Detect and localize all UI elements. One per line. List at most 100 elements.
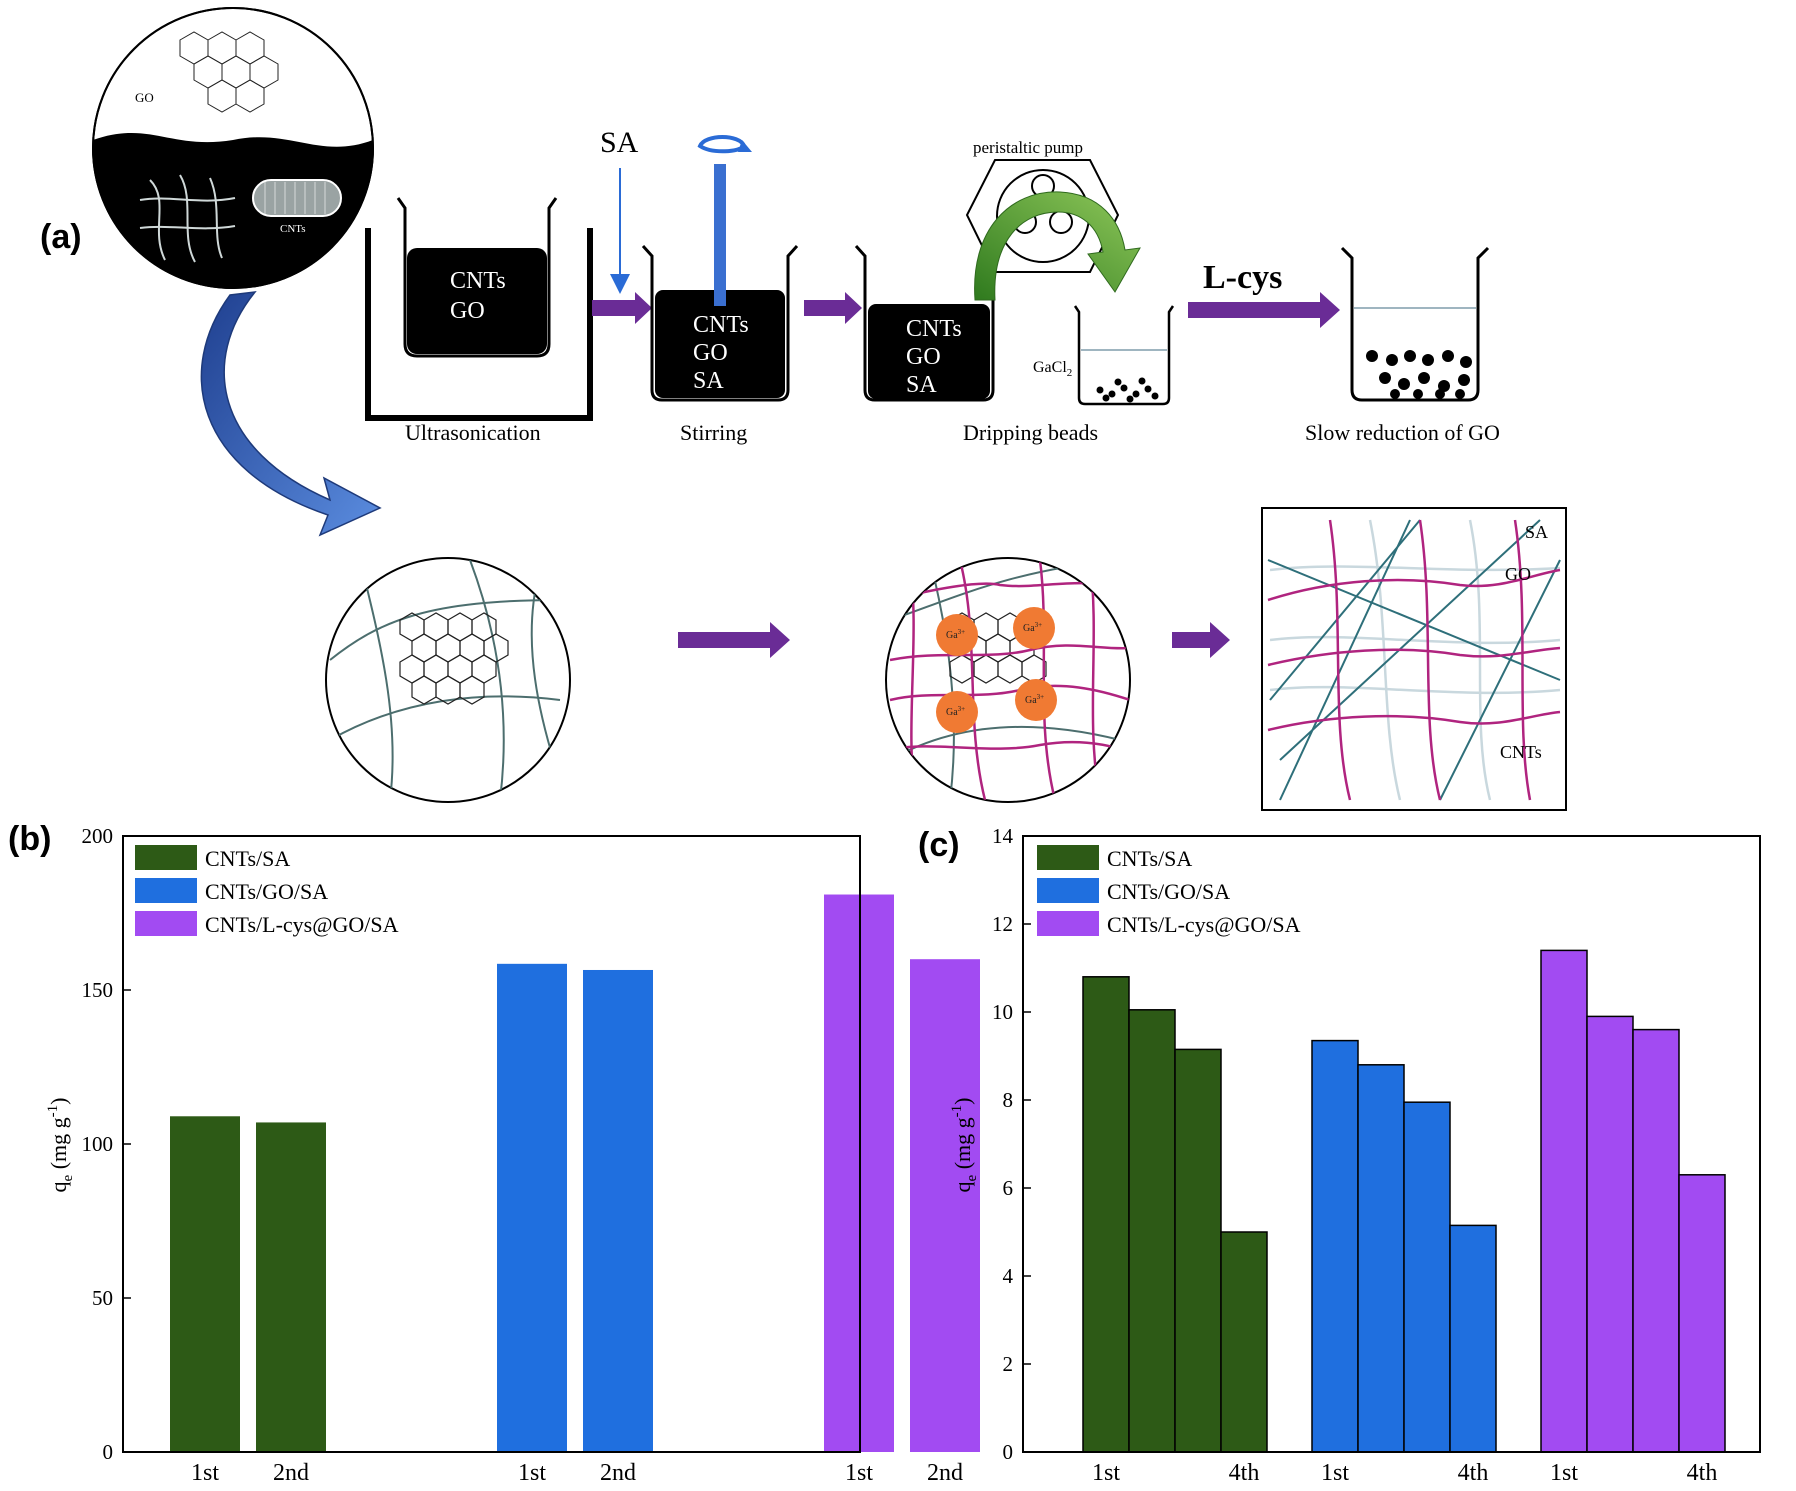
- gacl2-beaker: GaCl2: [1033, 305, 1175, 406]
- process-arrow-3: [1188, 292, 1340, 328]
- beaker3-line1: CNTs: [906, 316, 962, 342]
- go-cnt-network-circle: [325, 557, 571, 803]
- ga-crosslinked-circle: Ga3+ Ga3+ Ga3+ Ga3+: [885, 557, 1131, 803]
- svg-text:Ga3+: Ga3+: [946, 705, 965, 718]
- chart-c-bar: [1357, 1064, 1405, 1453]
- beaker1-line1: CNTs: [450, 268, 506, 294]
- chart-b-xtick-label: 2nd: [273, 1460, 309, 1486]
- ga-ion-icon: Ga3+ Ga3+ Ga3+ Ga3+: [936, 607, 1057, 733]
- chart-c-bar: [1311, 1039, 1359, 1453]
- chart-b-legend-swatch: [135, 845, 197, 870]
- chart-c-legend-label: CNTs/SA: [1107, 846, 1192, 871]
- cnt-tube-icon: [252, 179, 342, 217]
- chart-b-bar: [256, 1122, 326, 1452]
- chart-c-ytick-label: 0: [1003, 1440, 1014, 1464]
- go-molecule-icon: [179, 31, 279, 113]
- chart-b-bar: [170, 1116, 240, 1452]
- lcys-label: L-cys: [1203, 259, 1282, 296]
- chart-b-legend-label: CNTs/SA: [205, 846, 290, 871]
- process-arrow-1: [592, 292, 652, 324]
- chart-c-ylabel: qe (mg g-1): [949, 1098, 980, 1193]
- chart-c-xtick-label: 1st: [1550, 1460, 1578, 1486]
- chart-b-legend: CNTs/SA CNTs/GO/SA CNTs/L-cys@GO/SA: [135, 845, 399, 937]
- beaker2-line3: SA: [693, 368, 724, 394]
- step-ultrasonication: Ultrasonication: [405, 420, 541, 445]
- chart-c-ytick-label: 6: [1003, 1176, 1014, 1200]
- reduction-beaker: [1340, 246, 1490, 402]
- go-label: GO: [135, 90, 154, 105]
- chart-b-xtick-label: 1st: [845, 1460, 873, 1486]
- svg-text:Ga3+: Ga3+: [1023, 621, 1042, 634]
- chart-c-xtick-label: 1st: [1321, 1460, 1349, 1486]
- final-network-box: SA GO CNTs: [1261, 507, 1567, 811]
- beaker3-line3: SA: [906, 372, 937, 398]
- panel-a-label: (a): [40, 218, 82, 256]
- step-dripping: Dripping beads: [963, 420, 1098, 445]
- chart-c-ytick-label: 14: [992, 824, 1014, 848]
- chart-c-ytick-label: 8: [1003, 1088, 1014, 1112]
- chart-b-ytick-label: 50: [92, 1286, 113, 1310]
- cnts-label: CNTs: [280, 223, 306, 235]
- chart-b-legend-label: CNTs/GO/SA: [205, 879, 328, 904]
- gacl2-label: GaCl2: [1033, 359, 1072, 379]
- chart-c-xtick-label: 1st: [1092, 1460, 1120, 1486]
- chart-c-bar: [1220, 1231, 1268, 1453]
- sa-label: SA: [600, 126, 639, 159]
- chart-c-ytick-label: 4: [1003, 1264, 1014, 1288]
- stirring-beaker: CNTs GO SA: [641, 135, 799, 402]
- panel-b-label: (b): [8, 820, 51, 858]
- chart-c-legend-swatch: [1037, 845, 1099, 870]
- chart-c-xtick-label: 4th: [1229, 1460, 1260, 1486]
- chart-c-legend-label: CNTs/L-cys@GO/SA: [1107, 912, 1301, 937]
- panel-c-label: (c): [918, 826, 960, 864]
- chart-b-xtick-label: 1st: [518, 1460, 546, 1486]
- chart-b-bar: [910, 959, 980, 1452]
- pump-label: peristaltic pump: [973, 138, 1083, 157]
- chart-b-xtick-label: 1st: [191, 1460, 219, 1486]
- chart-b-ytick-label: 0: [103, 1440, 114, 1464]
- chart-c-ytick-label: 2: [1003, 1352, 1014, 1376]
- process-arrow-5: [1172, 622, 1230, 658]
- chart-c-bar: [1632, 1028, 1680, 1453]
- chart-c-bar: [1403, 1101, 1451, 1453]
- chart-c-bars: [1082, 949, 1726, 1453]
- chart-b-legend-swatch: [135, 911, 197, 936]
- chart-b-ytick-label: 200: [82, 824, 114, 848]
- chart-c-bar: [1678, 1174, 1726, 1453]
- network-sa-label: SA: [1525, 522, 1548, 542]
- svg-text:Ga3+: Ga3+: [946, 628, 965, 641]
- chart-b-legend-label: CNTs/L-cys@GO/SA: [205, 912, 399, 937]
- network-go-label: GO: [1505, 564, 1531, 584]
- chart-c-bar: [1174, 1048, 1222, 1453]
- chart-c-legend-swatch: [1037, 878, 1099, 903]
- chart-c-plot-frame: [1022, 835, 1761, 1453]
- beaker3-line2: GO: [906, 344, 941, 370]
- beaker2-line1: CNTs: [693, 312, 749, 338]
- step-slow-reduction: Slow reduction of GO: [1305, 420, 1500, 445]
- chart-b-ylabel: qe (mg g-1): [45, 1098, 76, 1193]
- cnt-mesh-icon: [139, 174, 236, 263]
- chart-b-ytick-label: 100: [82, 1132, 114, 1156]
- step-stirring: Stirring: [680, 420, 747, 445]
- chart-c-xtick-label: 4th: [1687, 1460, 1718, 1486]
- chart-b-ytick-label: 150: [82, 978, 114, 1002]
- green-flow-arrow-icon: [974, 191, 1141, 301]
- network-cnts-label: CNTs: [1500, 742, 1542, 762]
- chart-c-ytick-label: 12: [992, 912, 1013, 936]
- chart-c-bar: [1128, 1009, 1176, 1453]
- chart-c-bar: [1082, 976, 1130, 1453]
- chart-b-bar: [583, 969, 653, 1452]
- dripping-beaker: CNTs GO SA: [854, 244, 1004, 402]
- beaker2-line2: GO: [693, 340, 728, 366]
- beaker1-line2: GO: [450, 298, 485, 324]
- yin-yang-icon: GO CNTs: [92, 7, 374, 289]
- peristaltic-pump-icon: peristaltic pump: [965, 138, 1141, 301]
- curved-arrow-icon: [200, 291, 382, 537]
- rotation-arrow-icon: [697, 135, 747, 154]
- scheme-panel: (a) GO: [40, 7, 1567, 811]
